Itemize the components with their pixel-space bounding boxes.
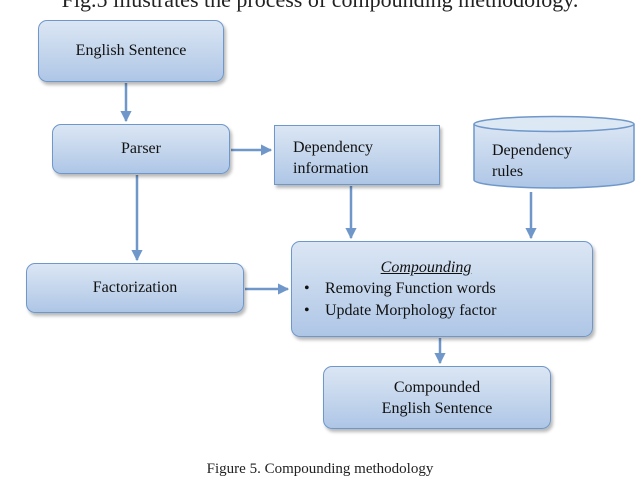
- factorization-label: Factorization: [92, 279, 178, 296]
- dependency-rules-label-line2: rules: [492, 163, 524, 180]
- top-caption-text: Fig.5 illustrates the process of compoun…: [0, 0, 640, 13]
- dependency-information-label-line2: information: [293, 160, 369, 177]
- dependency-rules-label: Dependency rules: [492, 140, 622, 181]
- compounding-bullet-text: Removing Function words: [325, 280, 496, 297]
- compounding-bullet-item: • Removing Function words: [292, 278, 592, 300]
- compounded-label-line2: English Sentence: [381, 399, 493, 417]
- parser-node: Parser: [52, 124, 230, 174]
- compounding-bullet-text: Update Morphology factor: [325, 302, 497, 319]
- compounded-english-sentence-node: Compounded English Sentence: [323, 366, 551, 429]
- dependency-information-label-line1: Dependency: [293, 139, 373, 156]
- compounding-title: Compounding: [380, 259, 472, 276]
- factorization-node: Factorization: [26, 263, 244, 313]
- english-sentence-node: English Sentence: [38, 20, 224, 82]
- bullet-dot-icon: •: [304, 302, 310, 319]
- english-sentence-label: English Sentence: [75, 42, 187, 59]
- compounding-node: Compounding • Removing Function words • Up…: [291, 241, 593, 337]
- figure-caption: Figure 5. Compounding methodology: [206, 461, 434, 477]
- bullet-dot-icon: •: [304, 280, 310, 297]
- dependency-rules-database-icon: [473, 115, 635, 189]
- compounded-label-line1: Compounded: [393, 378, 481, 396]
- dependency-information-node: Dependency information: [274, 125, 440, 185]
- dependency-rules-label-line1: Dependency: [492, 142, 572, 159]
- parser-label: Parser: [121, 140, 161, 157]
- compounding-bullet-item: • Update Morphology factor: [292, 300, 592, 322]
